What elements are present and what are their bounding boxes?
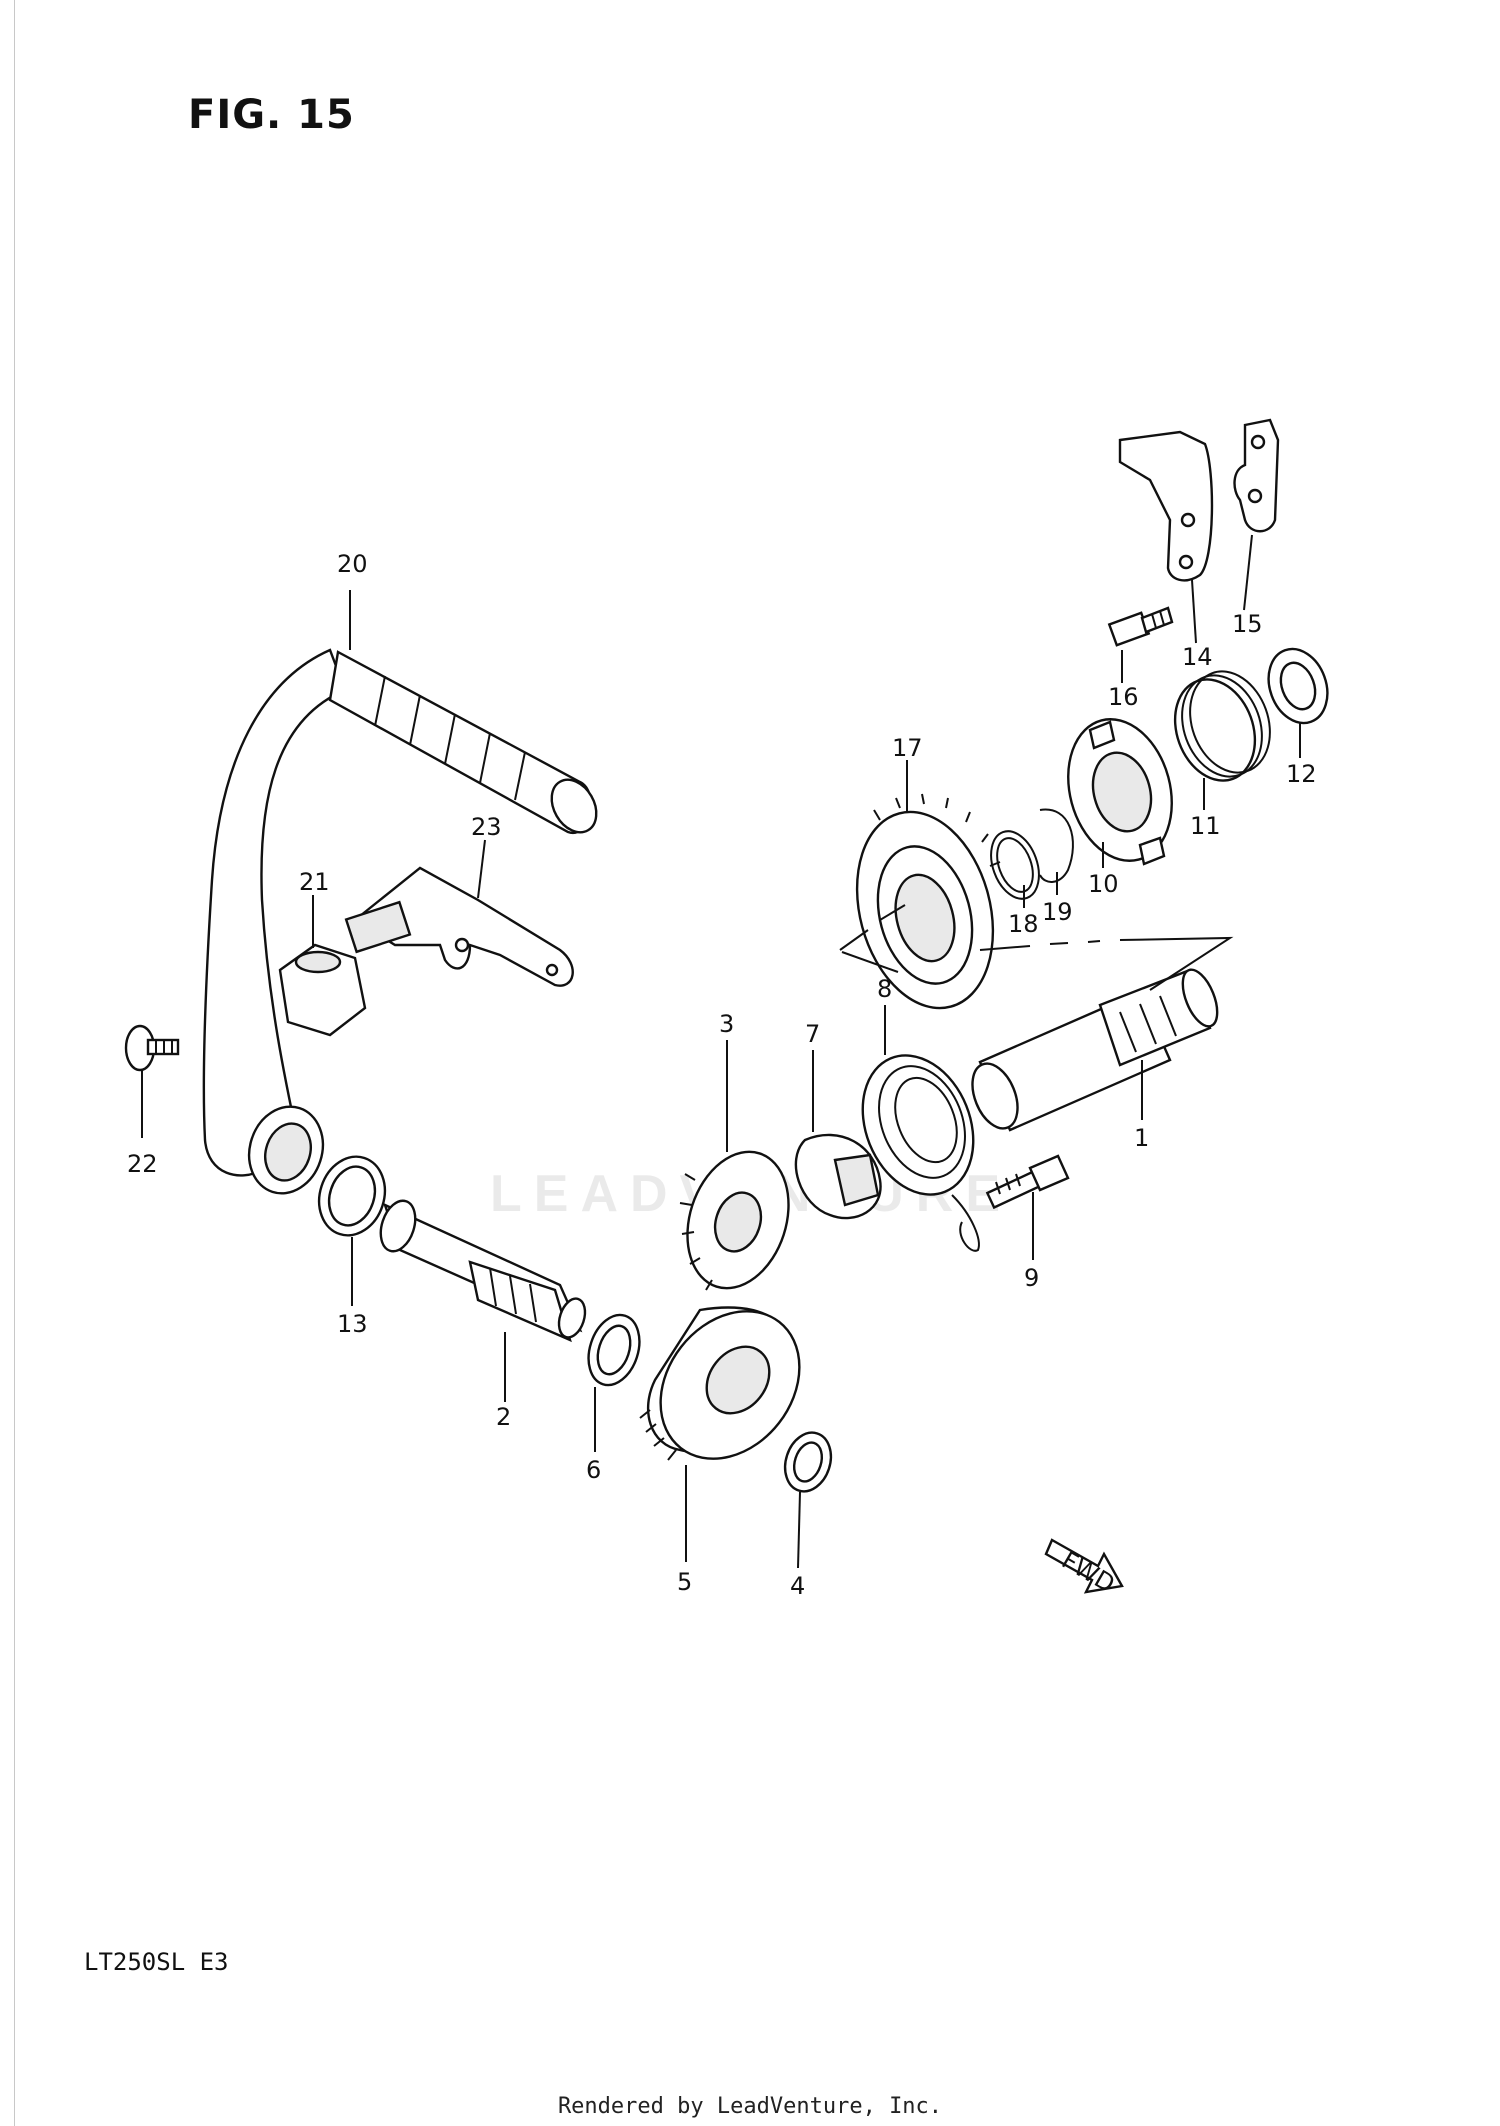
part-7-guide <box>794 1133 882 1220</box>
callout-16: 16 <box>1108 683 1139 711</box>
callout-3: 3 <box>719 1010 734 1038</box>
callout-11: 11 <box>1190 812 1221 840</box>
part-18-circlip <box>990 830 1040 900</box>
figure-title: FIG. 15 <box>188 92 355 138</box>
part-16-bolt <box>1107 606 1174 647</box>
part-17-gear <box>855 793 1001 1010</box>
part-9-bolt <box>985 1154 1070 1210</box>
callout-12: 12 <box>1286 760 1317 788</box>
part-22-bolt <box>124 1024 180 1072</box>
part-15-stopper <box>1233 418 1280 533</box>
callout-22: 22 <box>127 1150 158 1178</box>
callout-19: 19 <box>1042 898 1073 926</box>
part-2-shaft <box>379 1199 587 1343</box>
callout-7: 7 <box>805 1020 820 1048</box>
part-5-gear <box>639 1306 801 1461</box>
callout-18: 18 <box>1008 910 1039 938</box>
callout-15: 15 <box>1232 610 1263 638</box>
callout-14: 14 <box>1182 643 1213 671</box>
callout-labels: 20 21 23 22 13 2 6 5 4 3 7 8 9 1 17 18 1… <box>127 550 1317 1600</box>
footer-credit: Rendered by LeadVenture, Inc. <box>557 2094 943 2119</box>
fwd-direction-arrow: FWD <box>1044 1538 1124 1598</box>
part-14-plate <box>1118 430 1214 582</box>
leader-lines <box>141 534 1301 1569</box>
callout-4: 4 <box>790 1572 805 1600</box>
part-8-spring <box>861 1054 980 1252</box>
callout-1: 1 <box>1134 1124 1149 1152</box>
part-6-washer <box>587 1313 641 1387</box>
part-1-shaft <box>971 968 1219 1132</box>
callout-10: 10 <box>1088 870 1119 898</box>
part-10-ratchet <box>1067 718 1173 866</box>
callout-5: 5 <box>677 1568 692 1596</box>
part-4-washer <box>783 1431 833 1493</box>
callout-20: 20 <box>337 550 368 578</box>
part-12-washer <box>1267 647 1329 725</box>
part-11-spring <box>1173 670 1271 782</box>
callout-23: 23 <box>471 813 502 841</box>
callout-21: 21 <box>299 868 330 896</box>
part-3-gear <box>679 1150 790 1291</box>
assembly-reference-lines <box>839 904 1234 991</box>
model-code: LT250SL E3 <box>84 1948 229 1976</box>
callout-2: 2 <box>496 1403 511 1431</box>
callout-17: 17 <box>892 734 923 762</box>
part-13-seal <box>317 1155 387 1237</box>
part-21 <box>278 943 367 1037</box>
part-kick-lever <box>202 648 598 1195</box>
callout-9: 9 <box>1024 1264 1039 1292</box>
callout-8: 8 <box>877 975 892 1003</box>
callout-13: 13 <box>337 1310 368 1338</box>
part-19-snap-ring <box>1039 808 1074 883</box>
part-23 <box>344 866 574 987</box>
scan-edge-line <box>14 0 15 2126</box>
callout-6: 6 <box>586 1456 601 1484</box>
